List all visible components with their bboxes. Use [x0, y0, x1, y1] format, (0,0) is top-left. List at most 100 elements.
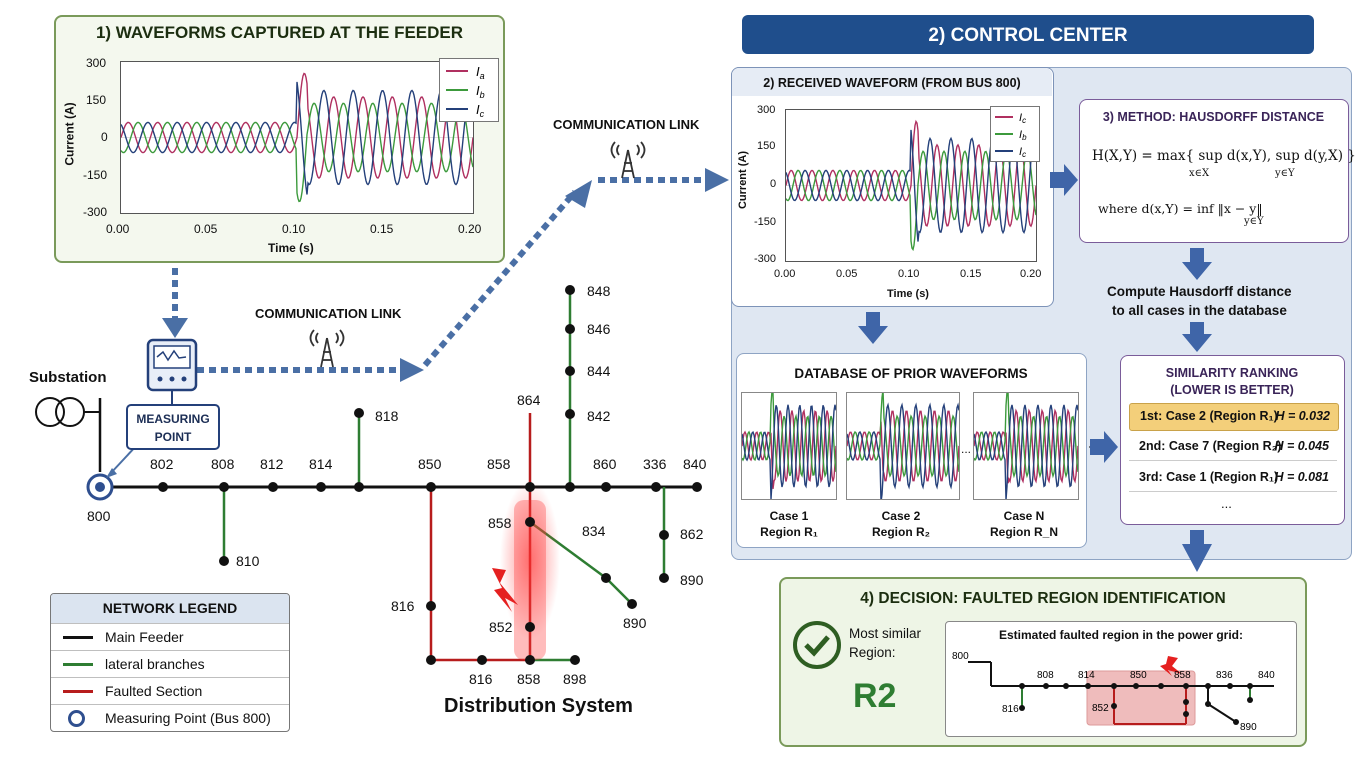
- received-legend: Ic Ib Ic: [990, 106, 1040, 162]
- legend-row-measuring: Measuring Point (Bus 800): [51, 704, 289, 731]
- received-xtick-4: 0.20: [1020, 268, 1042, 280]
- legend-label-main-feeder: Main Feeder: [105, 629, 184, 645]
- waveform-phase-0: [120, 72, 474, 180]
- tower-icon-1: [309, 329, 345, 368]
- most-similar-1: Most similar: [849, 626, 922, 641]
- map-label-814: 814: [1078, 670, 1095, 681]
- ranking-row-2-h: H = 0.045: [1274, 439, 1329, 453]
- legend-label-measuring: Measuring Point (Bus 800): [105, 710, 271, 726]
- feeder-legend: Ia Ib Ic: [439, 58, 499, 122]
- waveform-phase-1: [741, 390, 837, 479]
- hausdorff-formula: H(X,Y) = max{ sup d(x,Y), sup d(y,X) }: [1092, 148, 1356, 164]
- waveform-phase-2: [120, 81, 474, 195]
- ranking-title-2: (LOWER IS BETTER): [1170, 383, 1294, 397]
- feeder-waveform-panel: 1) WAVEFORMS CAPTURED AT THE FEEDER Ia I…: [54, 15, 505, 263]
- svg-text:Ic: Ic: [1019, 146, 1026, 159]
- case-2-label: Case 2 Region R₂: [846, 508, 956, 540]
- case-n-thumbnail: [973, 389, 1079, 500]
- bus-864: 864: [517, 392, 541, 408]
- waveform-phase-0: [846, 410, 960, 482]
- lateral-branches: [222, 290, 666, 662]
- bus-858-b: 858: [488, 515, 512, 531]
- decision-panel: 4) DECISION: FAULTED REGION IDENTIFICATI…: [779, 577, 1307, 747]
- waveform-phase-2: [846, 402, 960, 503]
- compute-text-1: Compute Hausdorff distance: [1107, 284, 1292, 299]
- comm-arrow-head-2: [565, 180, 592, 208]
- bus-860: 860: [593, 456, 617, 472]
- database-ellipsis: ...: [961, 442, 972, 456]
- case-1-label: Case 1 Region R₁: [734, 508, 844, 540]
- bus-844: 844: [587, 363, 611, 379]
- bus-816: 816: [391, 598, 415, 614]
- method-panel: 3) METHOD: HAUSDORFF DISTANCE H(X,Y) = m…: [1079, 99, 1356, 243]
- case-1-name: Case 1: [769, 509, 809, 523]
- case-2-name: Case 2: [881, 509, 921, 523]
- feeder-xtick-2: 0.10: [282, 222, 306, 236]
- bus-810: 810: [236, 553, 260, 569]
- feeder-waveform-plot: [120, 72, 474, 203]
- measuring-point-line-1: MEASURING: [136, 412, 210, 426]
- feeder-xlabel: Time (s): [268, 241, 314, 255]
- feeder-ytick-4: -300: [83, 205, 108, 219]
- bus-846: 846: [587, 321, 611, 337]
- bus-336: 336: [643, 456, 667, 472]
- map-label-800: 800: [952, 651, 969, 662]
- transformer-icon: [35, 397, 100, 427]
- case-1-region: Region R₁: [760, 525, 818, 539]
- feeder-ytick-3: -150: [83, 168, 108, 182]
- measuring-point-icon: [68, 710, 85, 727]
- case-n-region: Region R_N: [989, 525, 1058, 539]
- received-ytick-1: 150: [757, 140, 776, 152]
- mini-grid-map: 800 808 814 850 858 836 840 816 852 890: [952, 651, 1275, 733]
- lightning-icon: [492, 568, 518, 612]
- ranking-row-1-name: 1st: Case 2 (Region R₁): [1140, 409, 1278, 423]
- ranking-panel: SIMILARITY RANKING (LOWER IS BETTER) 1st…: [1120, 355, 1345, 525]
- decision-title: 4) DECISION: FAULTED REGION IDENTIFICATI…: [860, 590, 1226, 607]
- ranking-row-1: 1st: Case 2 (Region R₁) H = 0.032: [1129, 403, 1339, 431]
- received-xtick-2: 0.10: [898, 268, 920, 280]
- bus-818: 818: [375, 408, 399, 424]
- case-2-thumbnail: [846, 389, 960, 503]
- bus-862: 862: [680, 526, 704, 542]
- legend-row-main-feeder: Main Feeder: [51, 623, 289, 650]
- most-similar-2: Region:: [849, 645, 896, 660]
- bus-848: 848: [587, 283, 611, 299]
- feeder-plot-area: [120, 61, 474, 214]
- ranking-more: ...: [1221, 496, 1232, 511]
- control-center-title: 2) CONTROL CENTER: [928, 25, 1128, 46]
- ranking-row-2-name: 2nd: Case 7 (Region R₂): [1139, 439, 1282, 453]
- received-xlabel: Time (s): [887, 288, 929, 300]
- bus-890-a: 890: [680, 572, 704, 588]
- comm-arrow-down-head: [162, 318, 188, 338]
- ranking-row-3-name: 3rd: Case 1 (Region R₁): [1139, 470, 1279, 484]
- formula-sub-x: x∈X: [1189, 168, 1210, 179]
- legend-row-faulted: Faulted Section: [51, 677, 289, 704]
- database-title: DATABASE OF PRIOR WAVEFORMS: [794, 366, 1028, 381]
- feeder-xtick-4: 0.20: [458, 222, 482, 236]
- database-panel: DATABASE OF PRIOR WAVEFORMS ... Case 1 R…: [736, 353, 1087, 548]
- comm-link-label-2: COMMUNICATION LINK: [553, 117, 700, 132]
- where-sub: y∈Y: [1244, 216, 1264, 227]
- map-label-816: 816: [1002, 704, 1019, 715]
- bus-812: 812: [260, 456, 284, 472]
- mini-lightning-icon: [1160, 656, 1182, 676]
- waveform-phase-1: [120, 102, 474, 203]
- bus-890-b: 890: [623, 615, 647, 631]
- bus-802: 802: [150, 456, 174, 472]
- svg-text:Ic: Ic: [1019, 112, 1026, 125]
- bus-814: 814: [309, 456, 333, 472]
- waveform-phase-1: [846, 389, 960, 478]
- map-label-850: 850: [1130, 670, 1147, 681]
- received-xtick-0: 0.00: [774, 268, 796, 280]
- bus-852: 852: [489, 619, 513, 635]
- feeder-ytick-2: 0: [101, 130, 108, 144]
- map-title: Estimated faulted region in the power gr…: [998, 628, 1244, 642]
- waveform-phase-1: [973, 389, 1079, 479]
- check-icon: [793, 621, 841, 669]
- comm-arrow-path: [197, 177, 705, 373]
- ranking-row-3-h: H = 0.081: [1274, 470, 1329, 484]
- legend-label-lateral: lateral branches: [105, 656, 205, 672]
- case-n-label: Case N Region R_N: [969, 508, 1079, 540]
- bus-842: 842: [587, 408, 611, 424]
